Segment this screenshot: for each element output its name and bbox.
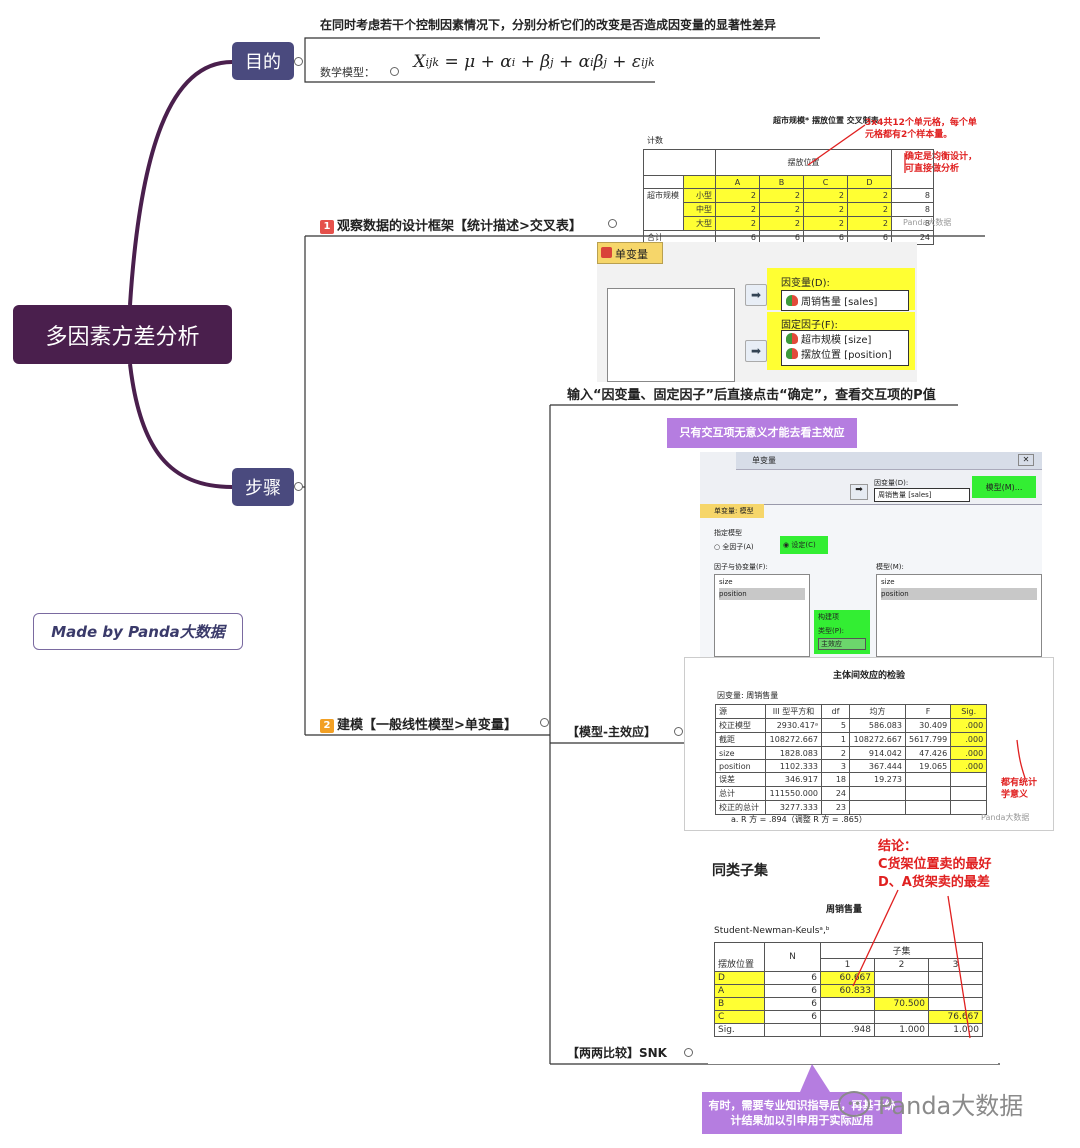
variable-list[interactable] [607,288,735,382]
factors-list[interactable]: size position [714,574,810,657]
snk-table: 摆放位置 N 子集 1 2 3 D 6 60.667 A 6 60.833 B … [714,942,983,1037]
model-subdialog-title-bar [700,504,764,518]
type-select[interactable]: 主效应 [818,638,866,650]
model-label: 数学模型： [320,66,375,79]
snk-variable-title: 周销售量 [826,905,863,915]
crosstab-row-label: 中型 [683,202,716,217]
anova-note-arrow [1016,739,1026,779]
crosstab-row-label: 大型 [683,216,716,231]
branch-steps[interactable]: 步骤 [232,468,294,506]
crosstab-col-group: 摆放位置 [715,149,892,176]
model-term-item[interactable]: size [881,578,895,586]
crosstab-row-label: 小型 [683,188,716,203]
crosstab-count-label: 计数 [647,136,663,145]
fixed-factor-field[interactable]: 超市规模 [size] 摆放位置 [position] [781,330,909,366]
wechat-icon: •• [838,1090,870,1117]
anova-screenshot: 主体间效应的检验 因变量: 周销售量 源 III 型平方和 df 均方 F Si… [684,657,1054,831]
root-title: 多因素方差分析 [45,324,200,350]
build-term-label: 构建项 [818,613,839,621]
anova-row: position 1102.333 3 367.444 19.065 .000 [715,759,988,773]
factors-label: 因子与协变量(F): [714,563,768,571]
root-topic[interactable]: 多因素方差分析 [13,305,232,364]
anova-dependent: 因变量: 周销售量 [717,691,779,700]
univariate-dialog-screenshot: 单变量 ➡ ➡ 因变量(D): 周销售量 [sales] 固定因子(F): 超市… [597,242,917,382]
move-dependent-button[interactable]: ➡ [745,284,767,306]
collapse-snk-toggle[interactable] [684,1048,693,1057]
anova-significance-note: 都有统计学意义 [1001,778,1038,800]
anova-footnote: a. R 方 = .894（调整 R 方 = .865） [731,815,867,824]
step2-number-badge: 2 [320,719,334,733]
crosstab-title: 超市规模* 摆放位置 交叉制表 [773,116,879,125]
crosstab-screenshot: 超市规模* 摆放位置 交叉制表 计数 3x4共12个单元格，每个单元格都有2个样… [633,113,985,245]
crosstab-table: 摆放位置 A B C D 超市规模 小型 2 2 2 2 8 中型 2 2 2 … [643,149,934,245]
close-icon[interactable]: ✕ [1018,454,1034,466]
purpose-description: 在同时考虑若干个控制因素情况下，分别分析它们的改变是否造成因变量的显著性差异 [320,18,777,32]
branch-purpose[interactable]: 目的 [232,42,294,80]
model-dialog-screenshot: 单变量 ✕ ➡ 因变量(D): 周销售量 [sales] 模型(M)... 单变… [700,452,1042,657]
model-button[interactable]: 模型(M)... [972,476,1036,498]
anova-row: size 1828.083 2 914.042 47.426 .000 [715,746,988,760]
snk-conclusion: 结论： C货架位置卖的最好 D、A货架卖的最差 [878,839,992,891]
anova-watermark: Panda大数据 [981,813,1030,822]
snk-label[interactable]: 【两两比较】SNK [567,1046,667,1060]
brand-watermark: •• Panda大数据 [838,1086,1023,1121]
dependent-field[interactable]: 周销售量 [sales] [781,290,909,311]
dialog-title-bar [597,242,663,264]
model-dependent-field[interactable]: 周销售量 [sales] [874,488,970,502]
step1-number-badge: 1 [320,220,334,234]
crosstab-note-cells: 3x4共12个单元格，每个单元格都有2个样本量。 [865,118,977,141]
fixed-factor-label: 固定因子(F): [781,320,838,331]
crosstab-watermark: Panda大数据 [903,218,952,227]
custom-radio[interactable]: ◉ 设定(C) [780,536,828,554]
crosstab-note-arrows [807,124,906,173]
scale-variable-icon [786,295,798,306]
crosstab-row-group: 超市规模 [643,188,684,231]
snk-sig-row: Sig. .948 1.000 1.000 [714,1023,983,1037]
snk-method: Student-Newman-Keulsᵃ,ᵇ [714,926,830,936]
anova-title: 主体间效应的检验 [833,671,906,681]
interaction-callout[interactable]: 只有交互项无意义才能去看主效应 [667,418,857,448]
move-factor-button[interactable]: ➡ [745,340,767,362]
model-term-item[interactable]: position [881,588,1037,600]
nominal-variable-icon [786,348,798,359]
factor-item[interactable]: size [719,578,733,586]
anova-row: 校正的总计 3277.333 23 [715,800,988,815]
univariate-title-bar [736,452,1042,470]
collapse-step2-toggle[interactable] [540,718,549,727]
anova-table: 源 III 型平方和 df 均方 F Sig. 校正模型 2930.417ᵃ 5… [715,704,988,815]
collapse-model-main-toggle[interactable] [674,727,683,736]
collapse-purpose-toggle[interactable] [294,57,303,66]
dialog-app-icon [601,247,612,258]
made-by-badge: Made by Panda大数据 [33,613,243,650]
snk-screenshot: 同类子集 周销售量 Student-Newman-Keulsᵃ,ᵇ 摆放位置 N… [708,838,998,1064]
univariate-title: 单变量 [752,456,776,465]
snk-row: C 6 76.667 [714,1010,983,1024]
model-dependent-label: 因变量(D): [874,479,909,487]
nominal-variable-icon [786,333,798,344]
type-label: 类型(P): [818,627,845,635]
snk-heading: 同类子集 [712,863,768,879]
snk-conclusion-arrows [852,889,971,1039]
factor-item[interactable]: position [719,588,805,600]
dialog-title: 单变量 [615,248,648,261]
step2-instruction[interactable]: 输入“因变量、固定因子”后直接点击“确定”，查看交互项的P值 [567,388,936,403]
collapse-model-toggle[interactable] [390,67,399,76]
model-terms-label: 模型(M): [876,563,904,571]
model-main-effect-label[interactable]: 【模型-主效应】 [567,725,656,739]
crosstab-col-a: A [715,175,760,189]
model-terms-list[interactable]: size position [876,574,1042,657]
snk-row: B 6 70.500 [714,997,983,1011]
collapse-step1-toggle[interactable] [608,219,617,228]
model-subdialog-title: 单变量: 模型 [714,507,754,515]
specify-model-label: 指定模型 [714,529,742,537]
dependent-label: 因变量(D): [781,278,830,289]
collapse-steps-toggle[interactable] [294,482,303,491]
full-factorial-radio[interactable]: ○ 全因子(A) [714,543,754,551]
move-arrow-button[interactable]: ➡ [850,484,868,500]
